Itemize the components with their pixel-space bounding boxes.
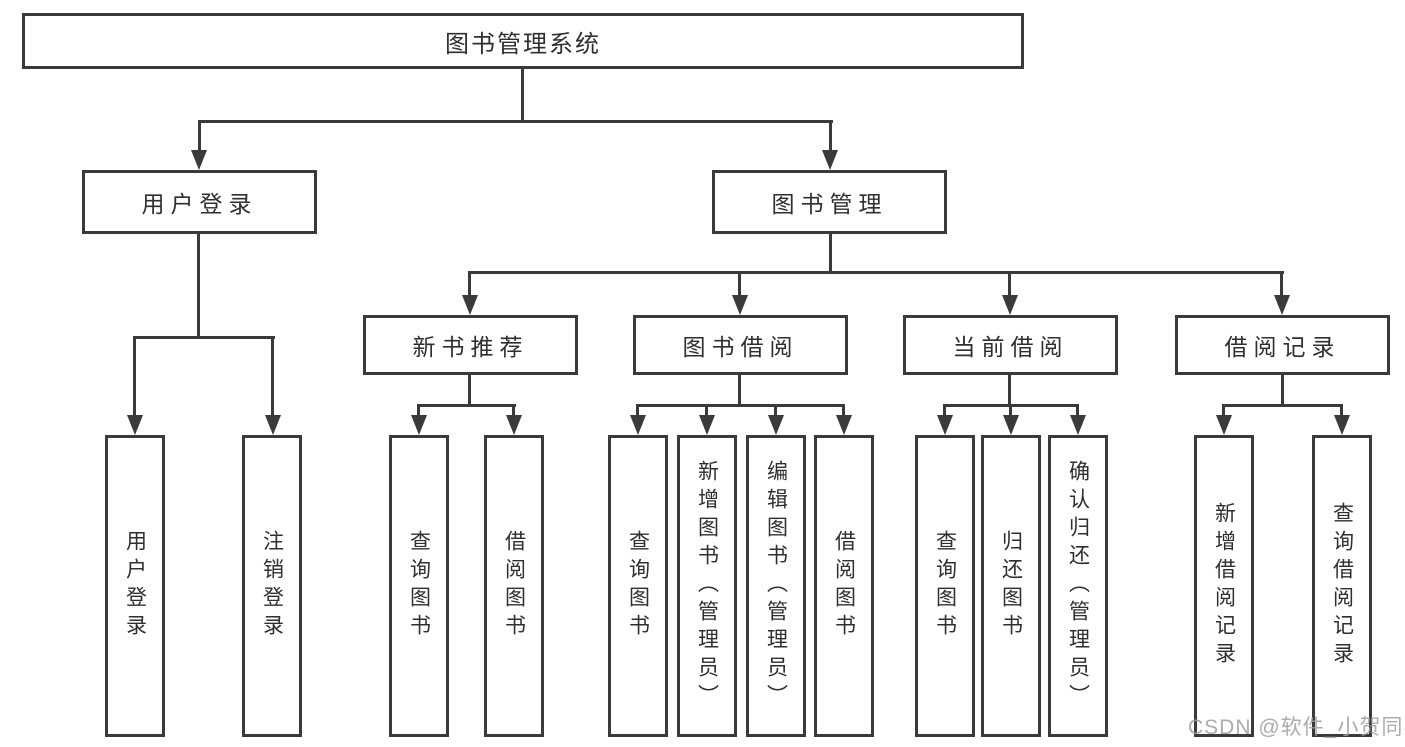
arrow-down-icon	[768, 415, 784, 435]
connector-line	[271, 336, 274, 417]
node-current-borrow-label: 当前借阅	[952, 334, 1069, 360]
connector-line	[1008, 271, 1011, 297]
leaf-logout: 注销登录	[242, 435, 302, 737]
leaf-user-login-label: 用户登录	[123, 530, 147, 642]
node-book-borrow: 图书借阅	[633, 315, 848, 375]
leaf-bb-add-books-admin-label: 新增图书（管理员）	[695, 460, 719, 712]
connector-line	[738, 375, 741, 406]
arrow-down-icon	[1334, 415, 1350, 435]
node-root-label: 图书管理系统	[445, 30, 601, 58]
connector-line	[512, 404, 515, 419]
arrow-down-icon	[836, 415, 852, 435]
connector-line	[468, 375, 471, 406]
leaf-cb-query-books-label: 查询图书	[933, 530, 957, 642]
node-current-borrow: 当前借阅	[903, 315, 1118, 375]
connector-line	[842, 404, 845, 419]
arrow-down-icon	[937, 415, 953, 435]
connector-line	[133, 336, 136, 417]
leaf-bb-borrow-books: 借阅图书	[814, 435, 874, 737]
leaf-nbr-borrow-books-label: 借阅图书	[502, 530, 526, 642]
leaf-bb-borrow-books-label: 借阅图书	[832, 530, 856, 642]
connector-line	[738, 271, 741, 297]
node-borrow-records: 借阅记录	[1175, 315, 1390, 375]
arrow-down-icon	[265, 415, 281, 435]
leaf-br-query-record: 查询借阅记录	[1312, 435, 1372, 737]
leaf-cb-return-books: 归还图书	[981, 435, 1041, 737]
connector-line	[774, 404, 777, 419]
leaf-cb-confirm-return-admin: 确认归还（管理员）	[1048, 435, 1108, 737]
arrow-down-icon	[732, 295, 748, 315]
connector-line	[1281, 375, 1284, 406]
connector-line	[829, 234, 832, 274]
connector-line	[1280, 271, 1283, 297]
node-new-book-recommend-label: 新书推荐	[412, 334, 529, 360]
connector-line	[521, 69, 524, 123]
connector-line	[829, 120, 832, 152]
arrow-down-icon	[822, 150, 838, 170]
connector-line	[1008, 375, 1011, 406]
leaf-cb-confirm-return-admin-label: 确认归还（管理员）	[1066, 460, 1090, 712]
leaf-br-query-record-label: 查询借阅记录	[1330, 502, 1354, 670]
connector-line	[636, 404, 845, 407]
leaf-bb-edit-books-admin-label: 编辑图书（管理员）	[764, 460, 788, 712]
arrow-down-icon	[506, 415, 522, 435]
connector-line	[198, 120, 833, 123]
arrow-down-icon	[699, 415, 715, 435]
connector-line	[943, 404, 946, 419]
connector-line	[1222, 404, 1343, 407]
arrow-down-icon	[127, 415, 143, 435]
connector-line	[133, 336, 275, 339]
leaf-user-login: 用户登录	[105, 435, 165, 737]
leaf-bb-add-books-admin: 新增图书（管理员）	[677, 435, 737, 737]
connector-line	[1222, 404, 1225, 419]
connector-line	[636, 404, 639, 419]
arrow-down-icon	[411, 415, 427, 435]
leaf-br-add-record: 新增借阅记录	[1194, 435, 1254, 737]
node-root: 图书管理系统	[22, 13, 1024, 69]
connector-line	[1076, 404, 1079, 419]
leaf-bb-edit-books-admin: 编辑图书（管理员）	[746, 435, 806, 737]
leaf-nbr-borrow-books: 借阅图书	[484, 435, 544, 737]
leaf-br-add-record-label: 新增借阅记录	[1212, 502, 1236, 670]
watermark: CSDN @软件_小贺同学	[1188, 716, 1405, 739]
leaf-logout-label: 注销登录	[260, 530, 284, 642]
leaf-bb-query-books-label: 查询图书	[626, 530, 650, 642]
leaf-nbr-query-books-label: 查询图书	[407, 530, 431, 642]
connector-line	[1340, 404, 1343, 419]
connector-line	[468, 271, 1284, 274]
arrow-down-icon	[191, 150, 207, 170]
arrow-down-icon	[1003, 415, 1019, 435]
node-book-borrow-label: 图书借阅	[682, 334, 799, 360]
node-new-book-recommend: 新书推荐	[363, 315, 578, 375]
node-book-management: 图书管理	[712, 170, 947, 234]
arrow-down-icon	[462, 295, 478, 315]
arrow-down-icon	[630, 415, 646, 435]
leaf-cb-query-books: 查询图书	[915, 435, 975, 737]
connector-line	[468, 271, 471, 297]
node-book-management-label: 图书管理	[771, 191, 888, 217]
connector-line	[417, 404, 516, 407]
arrow-down-icon	[1274, 295, 1290, 315]
arrow-down-icon	[1216, 415, 1232, 435]
arrow-down-icon	[1002, 295, 1018, 315]
leaf-nbr-query-books: 查询图书	[389, 435, 449, 737]
node-user-login-label: 用户登录	[141, 191, 258, 217]
connector-line	[198, 120, 201, 152]
arrow-down-icon	[1070, 415, 1086, 435]
node-borrow-records-label: 借阅记录	[1224, 334, 1341, 360]
leaf-cb-return-books-label: 归还图书	[999, 530, 1023, 642]
node-user-login: 用户登录	[82, 170, 317, 234]
leaf-bb-query-books: 查询图书	[608, 435, 668, 737]
connector-line	[705, 404, 708, 419]
connector-line	[417, 404, 420, 419]
connector-line	[1009, 404, 1012, 419]
connector-line	[197, 234, 200, 338]
